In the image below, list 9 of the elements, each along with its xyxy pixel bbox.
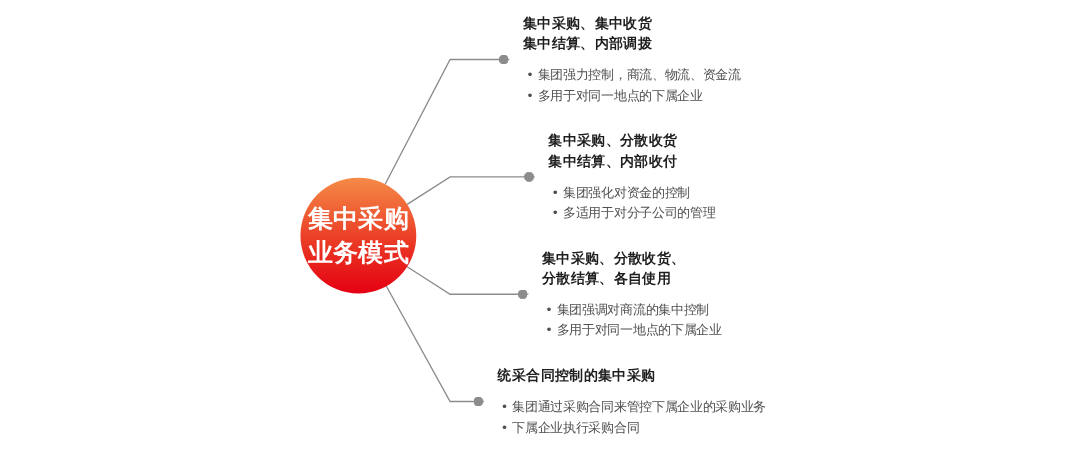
connector xyxy=(385,285,485,407)
connector xyxy=(406,266,529,300)
node-circle: 集中采购业务模式 xyxy=(300,177,417,294)
node-text: 集中采购、分散收货集中结算、内部收付 • 集团强化对资金的控制 • 多适用于对分子公司的管理 xyxy=(548,131,716,221)
node-text: 集中采购、集中收货集中结算、内部调拨 • 集团强力控制，商流、物流、资金流 • 多用于对同一地点的下属企业 xyxy=(522,14,741,104)
connector xyxy=(384,54,510,185)
node-text: 统采合同控制的集中采购 • 集团通过采购合同来管控下属企业的采购业务 • 下属企业执行采购合同 xyxy=(497,366,767,436)
connector xyxy=(406,171,536,206)
node-text: 集中采购、分散收货、分散结算、各自使用 • 集团强调对商流的集中控制 • 多用于对同一地点的下属企业 xyxy=(541,249,722,339)
